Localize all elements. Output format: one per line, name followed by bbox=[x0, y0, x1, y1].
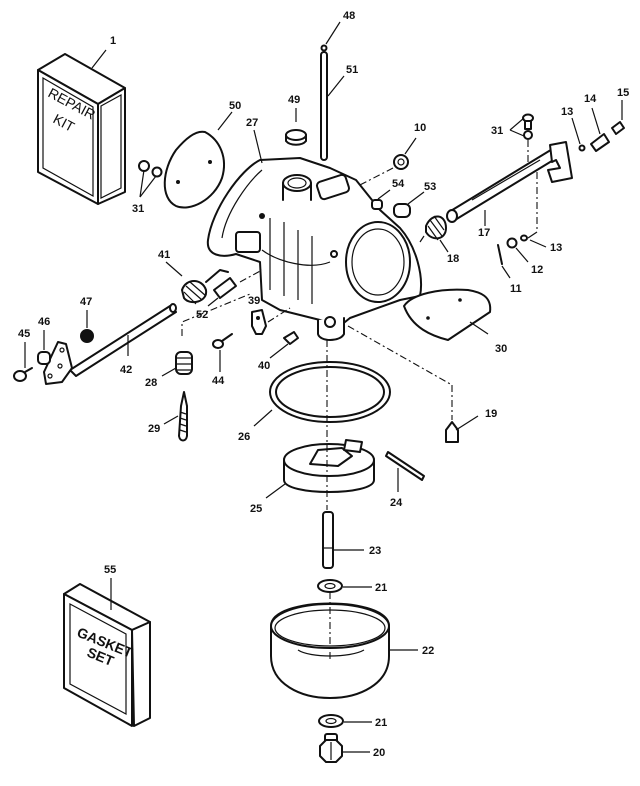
part-21-washer-upper: 21 bbox=[317, 579, 387, 594]
part-54-53-fittings: 54 53 bbox=[371, 178, 436, 218]
callout-30: 30 bbox=[495, 343, 507, 355]
part-50-cover-plate: 50 bbox=[163, 100, 241, 209]
callout-29: 29 bbox=[148, 423, 160, 435]
callout-17: 17 bbox=[478, 227, 490, 239]
part-45-screw: 45 bbox=[13, 328, 33, 382]
callout-15: 15 bbox=[617, 87, 629, 99]
callout-50: 50 bbox=[229, 100, 241, 112]
callout-53: 53 bbox=[424, 181, 436, 193]
part-28-spring: 28 bbox=[145, 293, 251, 389]
callout-14: 14 bbox=[584, 93, 597, 105]
part-27-carburetor-body: 27 bbox=[206, 117, 422, 341]
callout-45: 45 bbox=[18, 328, 30, 340]
repair-kit-box: REPAIR KIT 1 bbox=[37, 35, 126, 205]
part-20-drain-nut: 20 bbox=[319, 733, 385, 763]
callout-54: 54 bbox=[392, 178, 405, 190]
part-30-plate: 30 bbox=[403, 288, 507, 355]
callout-44: 44 bbox=[212, 375, 225, 387]
part-47-nut: 47 bbox=[80, 296, 94, 343]
part-13-14-15-fittings: 13 14 15 bbox=[561, 87, 629, 152]
callout-11: 11 bbox=[510, 283, 522, 295]
gasket-set-box: GASKET SET 55 bbox=[63, 564, 151, 727]
callout-49: 49 bbox=[288, 94, 300, 106]
callout-21-upper: 21 bbox=[375, 582, 387, 594]
part-44-screw: 44 bbox=[212, 333, 233, 387]
part-31-screw-right: 31 bbox=[491, 113, 534, 165]
part-21-washer-lower: 21 bbox=[318, 714, 387, 729]
part-49-plug: 49 bbox=[285, 94, 307, 146]
part-52-fitting: 52 bbox=[196, 269, 263, 321]
part-17-throttle-shaft: 17 bbox=[446, 141, 573, 239]
callout-13-top: 13 bbox=[561, 106, 573, 118]
callout-55: 55 bbox=[104, 564, 116, 576]
part-42-choke-shaft: 42 bbox=[43, 303, 177, 385]
callout-46: 46 bbox=[38, 316, 50, 328]
callout-22: 22 bbox=[422, 645, 434, 657]
callout-31-left: 31 bbox=[132, 203, 144, 215]
callout-13-bottom: 13 bbox=[550, 242, 562, 254]
part-22-float-bowl: 22 bbox=[270, 592, 434, 699]
callout-28: 28 bbox=[145, 377, 157, 389]
callout-23: 23 bbox=[369, 545, 381, 557]
part-31-screws-left: 31 bbox=[132, 160, 163, 215]
part-29-needle-screw: 29 bbox=[148, 391, 188, 442]
callout-52: 52 bbox=[196, 309, 208, 321]
callout-20: 20 bbox=[373, 747, 385, 759]
callout-18: 18 bbox=[447, 253, 459, 265]
callout-31-right: 31 bbox=[491, 125, 503, 137]
part-11-12-13-small-parts: 12 13 11 bbox=[497, 172, 562, 295]
callout-41: 41 bbox=[158, 249, 170, 261]
callout-12: 12 bbox=[531, 264, 543, 276]
callout-10: 10 bbox=[414, 122, 426, 134]
callout-1: 1 bbox=[110, 35, 116, 47]
callout-26: 26 bbox=[238, 431, 250, 443]
part-46-bushing: 46 bbox=[37, 316, 51, 365]
callout-19: 19 bbox=[485, 408, 497, 420]
callout-39: 39 bbox=[248, 295, 260, 307]
part-18-spring: 18 bbox=[419, 215, 459, 265]
part-41-spring: 41 bbox=[158, 249, 229, 305]
part-39-bracket: 39 bbox=[248, 295, 291, 335]
part-19-needle: 19 bbox=[347, 325, 497, 443]
callout-27: 27 bbox=[246, 117, 258, 129]
callout-48: 48 bbox=[343, 10, 355, 22]
callout-21-lower: 21 bbox=[375, 717, 387, 729]
part-40-screw: 40 bbox=[258, 331, 299, 372]
callout-51: 51 bbox=[346, 64, 358, 76]
part-24-pin: 24 bbox=[385, 451, 425, 509]
part-23-stem: 23 bbox=[322, 511, 381, 569]
callout-47: 47 bbox=[80, 296, 92, 308]
callout-24: 24 bbox=[390, 497, 403, 509]
callout-25: 25 bbox=[250, 503, 262, 515]
part-10-seal: 10 bbox=[357, 122, 426, 187]
part-25-float: 25 bbox=[250, 439, 375, 515]
callout-40: 40 bbox=[258, 360, 270, 372]
callout-42: 42 bbox=[120, 364, 132, 376]
part-26-ring-gasket: 26 bbox=[238, 361, 391, 443]
part-51-rod: 48 51 bbox=[320, 10, 358, 161]
